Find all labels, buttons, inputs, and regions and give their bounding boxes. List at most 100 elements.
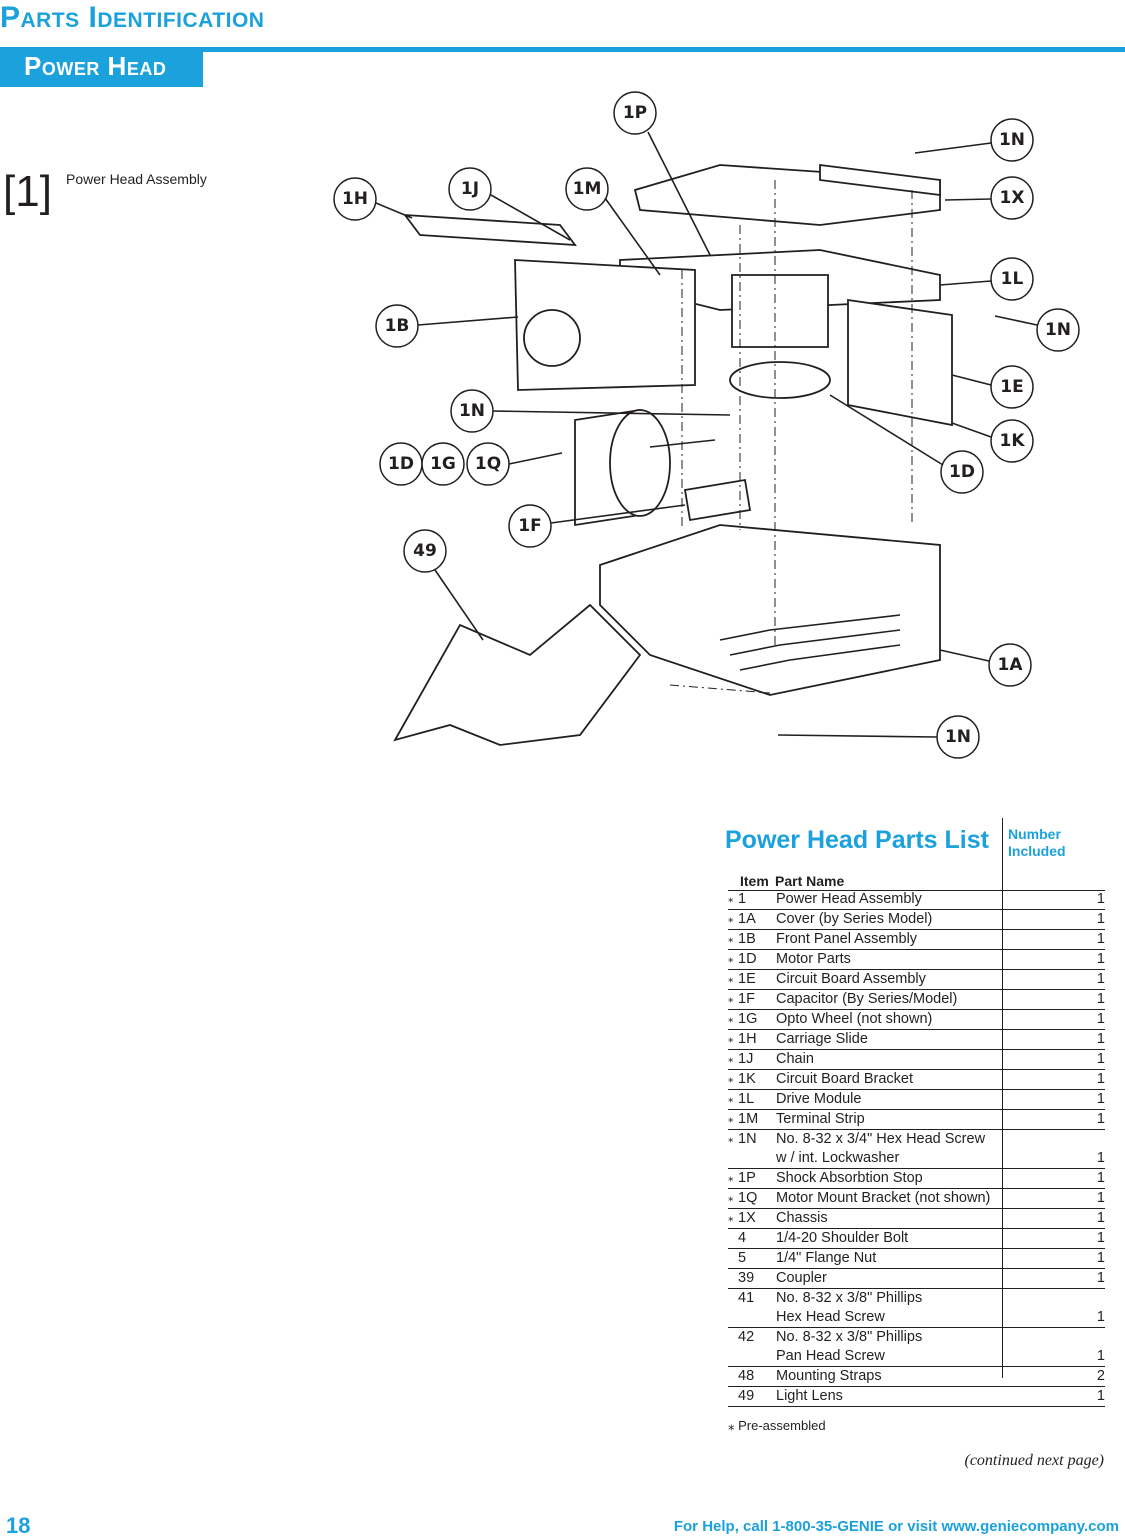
callout-1N-top: 1N [990,118,1034,162]
pre-assembled-marker: ⁎ [728,969,738,990]
number-included-header: Number Included [1008,826,1066,859]
item-number: 1X [738,1208,776,1229]
section-title: Power Head [24,51,167,81]
part-name: No. 8-32 x 3/8" Phillips [776,1290,923,1306]
item-number: 1B [738,929,776,950]
part-name: Circuit Board Assembly [776,969,1065,990]
svg-text:1D: 1D [388,454,414,474]
pre-assembled-marker: ⁎ [728,890,738,910]
help-footer: For Help, call 1-800-35-GENIE or visit w… [673,1518,1119,1535]
svg-text:1K: 1K [999,431,1025,451]
item-number: 1K [738,1069,776,1090]
quantity: 1 [1065,1168,1105,1189]
quantity: 1 [1065,1347,1105,1367]
light-lens [393,603,642,746]
svg-text:1D: 1D [949,462,975,482]
chassis-bracket-right [819,163,941,197]
pre-assembled-marker [728,1228,738,1249]
svg-text:1L: 1L [1001,269,1024,289]
pre-assembled-marker [728,1268,738,1289]
part-name: Terminal Strip [776,1109,1065,1130]
callout-49: 49 [403,529,447,573]
item-number: 5 [738,1248,776,1269]
callout-1A: 1A [988,643,1032,687]
callout-1N-right: 1N [1036,308,1080,352]
quantity: 1 [1065,1188,1105,1209]
item-number: 1J [738,1049,776,1070]
svg-text:1J: 1J [461,179,479,199]
pre-assembled-marker: ⁎ [728,1188,738,1209]
drive-module [731,274,829,348]
pre-assembled-marker [728,1347,738,1367]
part-name: Opto Wheel (not shown) [776,1009,1065,1030]
item-number: 1H [738,1029,776,1050]
part-name: Motor Parts [776,949,1065,970]
callout-1N-bottom: 1N [936,715,980,759]
svg-text:1H: 1H [342,189,368,209]
part-name: Pan Head Screw [776,1347,1065,1367]
pre-assembled-marker [728,1328,738,1348]
part-name: Mounting Straps [776,1366,1065,1387]
pre-assembled-marker [728,1248,738,1269]
part-name: Carriage Slide [776,1029,1065,1050]
svg-text:1N: 1N [459,401,485,421]
callout-1X: 1X [990,176,1034,220]
svg-text:1B: 1B [385,316,410,336]
pre-assembled-marker: ⁎ [728,989,738,1010]
quantity: 1 [1065,949,1105,970]
col-part-header: Part Name [775,873,845,889]
pre-assembled-marker: ⁎ [728,1133,734,1145]
item-number: 1M [738,1109,776,1130]
quantity: 1 [1065,1109,1105,1130]
quantity: 1 [1065,1248,1105,1269]
part-name: 1/4-20 Shoulder Bolt [776,1228,1065,1249]
carriage-slide [403,213,577,247]
quantity [1065,1130,1105,1150]
svg-text:1Q: 1Q [475,454,501,474]
callout-1F: 1F [508,504,552,548]
front-panel-gear [523,309,581,367]
part-name: Circuit Board Bracket [776,1069,1065,1090]
item-number: 4 [738,1228,776,1249]
cover [599,524,941,696]
title-rule [0,47,1125,52]
pre-assembled-marker: ⁎ [728,1029,738,1050]
svg-text:1M: 1M [573,179,602,199]
quantity: 1 [1065,1268,1105,1289]
footnote: ⁎ Pre-assembled [728,1418,826,1433]
svg-text:1F: 1F [518,516,541,536]
quantity: 1 [1065,1228,1105,1249]
page-number: 18 [6,1513,31,1538]
quantity [1065,1328,1105,1348]
callout-1H: 1H [333,177,377,221]
part-name: Coupler [776,1268,1065,1289]
pre-assembled-marker: ⁎ [728,1168,738,1189]
quantity: 1 [1065,909,1105,930]
item-number: 39 [738,1268,776,1289]
svg-text:1G: 1G [430,454,456,474]
item-number: 49 [738,1386,776,1407]
quantity [1065,1289,1105,1309]
svg-text:1A: 1A [998,655,1024,675]
pre-assembled-marker: ⁎ [728,909,738,930]
svg-text:1N: 1N [1045,320,1071,340]
item-number: 1Q [738,1188,776,1209]
continued-note: (continued next page) [964,1452,1105,1469]
item-number: 1A [738,909,776,930]
